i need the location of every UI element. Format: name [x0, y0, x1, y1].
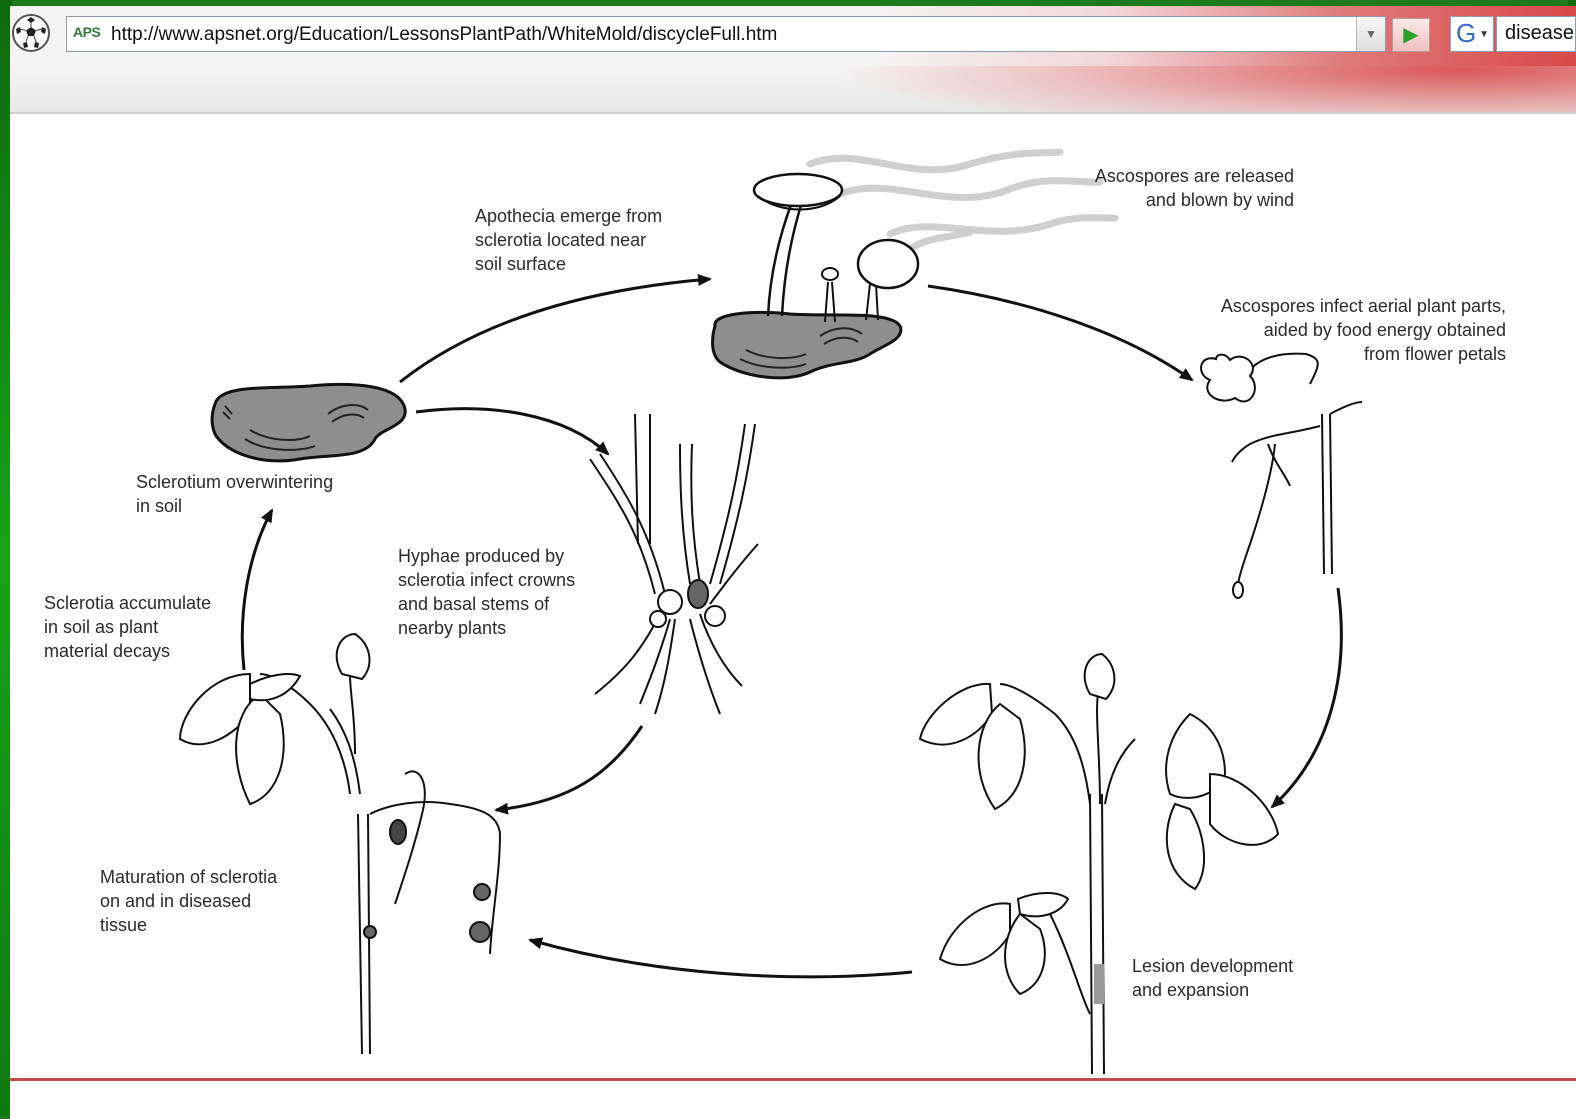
- aerial-infection-illustration: [1201, 354, 1362, 598]
- google-g-icon: G: [1456, 18, 1476, 48]
- crown-infection-illustration: [590, 414, 758, 714]
- go-button[interactable]: ▶: [1392, 18, 1430, 52]
- soccer-ball-icon[interactable]: [12, 14, 50, 52]
- lesion-plant-illustration: [920, 654, 1278, 1074]
- browser-window: APS http://www.apsnet.org/Education/Less…: [10, 6, 1576, 1116]
- play-arrow-icon: ▶: [1403, 24, 1418, 46]
- label-ascospores-infect: Ascospores infect aerial plant parts, ai…: [1170, 294, 1506, 366]
- search-engine-selector[interactable]: G ▼: [1450, 16, 1494, 52]
- arrow-infection-to-lesion: [1272, 588, 1341, 807]
- arrow-hyphae-to-maturation: [496, 726, 642, 810]
- address-toolbar: APS http://www.apsnet.org/Education/Less…: [10, 6, 1576, 67]
- status-bar: [10, 1078, 1576, 1119]
- label-hyphae: Hyphae produced by sclerotia infect crow…: [398, 544, 575, 640]
- sclerotium-illustration: [212, 384, 405, 460]
- address-bar[interactable]: APS http://www.apsnet.org/Education/Less…: [66, 16, 1386, 52]
- label-sclerotium-overwintering: Sclerotium overwintering in soil: [136, 470, 333, 518]
- arrow-sclerotium-to-hyphae: [416, 409, 608, 454]
- arrow-maturation-to-accumulate: [242, 510, 272, 670]
- label-ascospores-released: Ascospores are released and blown by win…: [1050, 164, 1294, 212]
- chevron-down-icon: ▼: [1365, 27, 1377, 41]
- label-maturation: Maturation of sclerotia on and in diseas…: [100, 865, 277, 937]
- secondary-toolbar: [10, 66, 1576, 114]
- toolbar-decoration: [830, 66, 1576, 114]
- url-input[interactable]: http://www.apsnet.org/Education/LessonsP…: [111, 24, 777, 46]
- site-favicon: APS: [73, 24, 100, 40]
- page-content: Apothecia emerge from sclerotia located …: [10, 114, 1576, 1078]
- apothecia-illustration: [713, 174, 918, 378]
- label-lesion: Lesion development and expansion: [1132, 954, 1293, 1002]
- label-apothecia: Apothecia emerge from sclerotia located …: [475, 204, 662, 276]
- address-dropdown-button[interactable]: ▼: [1356, 17, 1385, 51]
- diseased-plant-illustration: [180, 634, 500, 1054]
- arrow-overwinter-to-apothecia: [400, 279, 710, 382]
- search-input[interactable]: disease: [1496, 16, 1576, 52]
- label-sclerotia-accumulate: Sclerotia accumulate in soil as plant ma…: [44, 591, 211, 663]
- chevron-down-icon: ▼: [1479, 19, 1489, 51]
- arrow-lesion-to-maturation: [530, 940, 912, 977]
- arrow-apothecia-to-aerial-infection: [928, 286, 1192, 380]
